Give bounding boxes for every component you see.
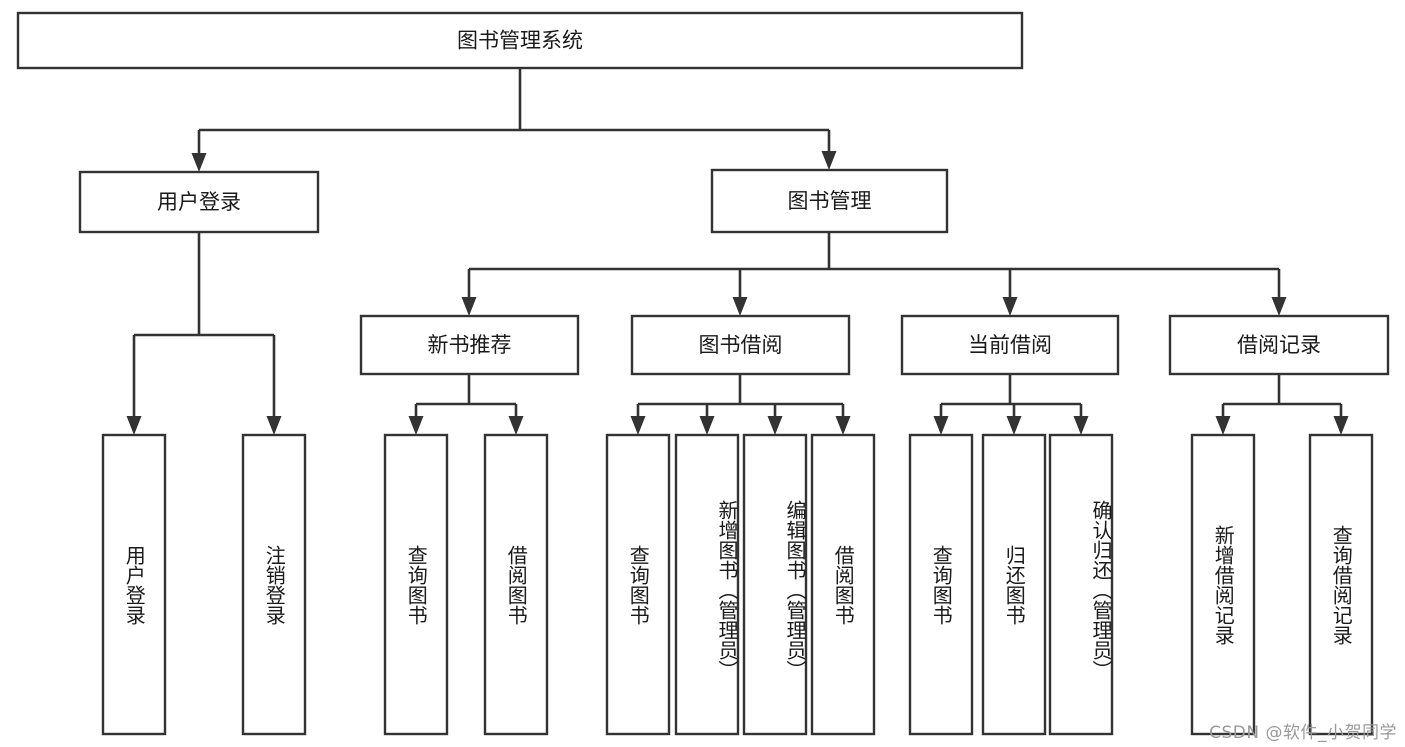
node-借阅记录-l3-label: 借阅记录 bbox=[1237, 333, 1321, 357]
mgmt-branch-4-arrow-icon bbox=[1271, 297, 1287, 316]
node-归还图书-leaf-10[interactable] bbox=[981, 433, 1047, 736]
root-branch-1-arrow-icon bbox=[191, 153, 207, 172]
node-用户登录-l2-label: 用户登录 bbox=[157, 190, 241, 214]
node-查询图书-leaf-5[interactable] bbox=[605, 433, 671, 736]
group-4-branch-1-arrow-icon bbox=[1215, 416, 1231, 435]
node-图书管理-l2-label: 图书管理 bbox=[788, 189, 872, 213]
group-2-branch-2-arrow-icon bbox=[699, 416, 715, 435]
node-借阅图书-leaf-4[interactable] bbox=[483, 433, 549, 736]
node-新增借阅记录-leaf-12[interactable] bbox=[1190, 433, 1256, 736]
login-branch-1-arrow-icon bbox=[126, 416, 142, 435]
group-1-branch-1-arrow-icon bbox=[408, 416, 424, 435]
node-注销登录-leaf-2[interactable] bbox=[241, 433, 307, 736]
node-查询图书-leaf-9[interactable] bbox=[908, 433, 974, 736]
group-3-branch-1-arrow-icon bbox=[933, 416, 949, 435]
group-4-branch-2-arrow-icon bbox=[1333, 416, 1349, 435]
node-借阅记录-l3[interactable] bbox=[1168, 314, 1390, 376]
node-确认归还管理员-leaf-11[interactable] bbox=[1048, 433, 1114, 736]
node-图书管理系统-root[interactable] bbox=[16, 11, 1024, 70]
node-当前借阅-l3-label: 当前借阅 bbox=[968, 333, 1052, 357]
mgmt-branch-2-arrow-icon bbox=[732, 297, 748, 316]
node-新书推荐-l3-label: 新书推荐 bbox=[428, 333, 512, 357]
node-图书管理系统-root-label: 图书管理系统 bbox=[457, 29, 583, 53]
group-2-branch-3-arrow-icon bbox=[767, 416, 783, 435]
group-1-branch-2-arrow-icon bbox=[508, 416, 524, 435]
login-branch-2-arrow-icon bbox=[266, 416, 282, 435]
group-2-branch-1-arrow-icon bbox=[630, 416, 646, 435]
group-2-branch-4-arrow-icon bbox=[835, 416, 851, 435]
node-借阅图书-leaf-8[interactable] bbox=[810, 433, 876, 736]
node-新增图书管理员-leaf-6[interactable] bbox=[674, 433, 740, 736]
node-图书借阅-l3-label: 图书借阅 bbox=[699, 333, 783, 357]
mgmt-branch-3-arrow-icon bbox=[1002, 297, 1018, 316]
node-用户登录-leaf-1[interactable] bbox=[101, 433, 167, 736]
node-用户登录-l2[interactable] bbox=[78, 170, 320, 234]
group-3-branch-2-arrow-icon bbox=[1006, 416, 1022, 435]
node-boxes bbox=[16, 11, 1390, 736]
node-图书管理-l2[interactable] bbox=[710, 168, 949, 234]
group-3-branch-3-arrow-icon bbox=[1073, 416, 1089, 435]
root-branch-2-arrow-icon bbox=[821, 151, 837, 170]
node-查询借阅记录-leaf-13[interactable] bbox=[1308, 433, 1374, 736]
mgmt-branch-1-arrow-icon bbox=[461, 297, 477, 316]
csdn-watermark: CSDN @软件_小贺同学 bbox=[1209, 723, 1397, 743]
node-查询图书-leaf-3[interactable] bbox=[383, 433, 449, 736]
node-当前借阅-l3[interactable] bbox=[900, 314, 1120, 376]
node-编辑图书管理员-leaf-7[interactable] bbox=[742, 433, 808, 736]
node-图书借阅-l3[interactable] bbox=[630, 314, 851, 376]
node-新书推荐-l3[interactable] bbox=[359, 314, 580, 376]
connector-lines bbox=[126, 68, 1349, 435]
